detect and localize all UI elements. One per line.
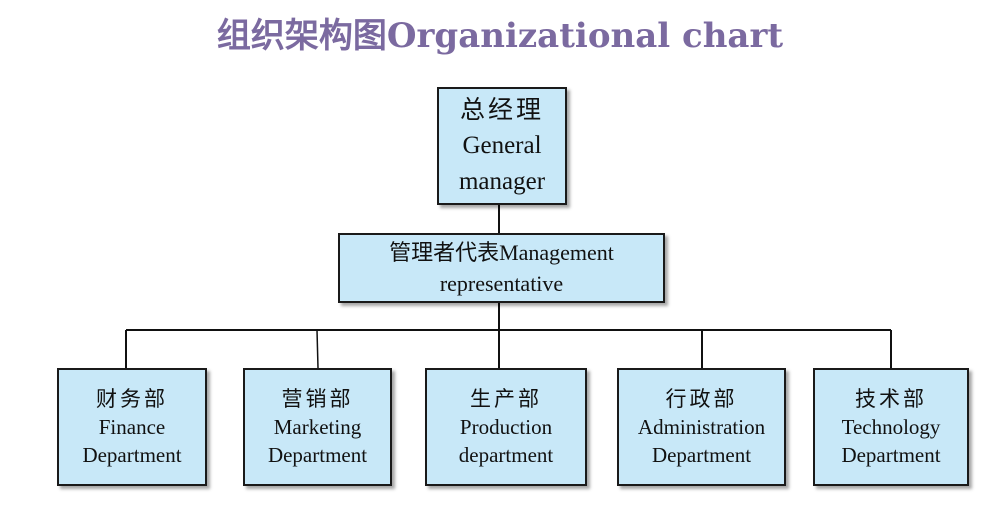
department-cn-label: 财务部 bbox=[96, 387, 168, 411]
general-manager-en-label-1: General bbox=[462, 132, 542, 159]
department-en-label-2: Department bbox=[82, 443, 182, 467]
administration-department-box: 行政部 Administration Department bbox=[617, 368, 786, 486]
connector-marketing bbox=[316, 329, 319, 369]
chart-title: 组织架构图Organizational chart bbox=[216, 16, 784, 56]
department-cn-label: 行政部 bbox=[665, 387, 738, 411]
department-en-label-2: department bbox=[458, 443, 554, 467]
department-en-label-1: Finance bbox=[98, 415, 166, 439]
department-en-label-1: Administration bbox=[637, 415, 766, 439]
technology-department-box: 技术部 Technology Department bbox=[813, 368, 969, 486]
general-manager-en-label-2: manager bbox=[458, 168, 546, 195]
department-en-label-1: Marketing bbox=[273, 415, 362, 439]
management-representative-label-2: representative bbox=[439, 271, 564, 296]
management-representative-label-1: 管理者代表Management bbox=[389, 240, 614, 265]
department-en-label-2: Department bbox=[267, 443, 368, 467]
department-en-label-2: Department bbox=[841, 443, 941, 467]
department-cn-label: 营销部 bbox=[281, 387, 354, 411]
management-representative-box: 管理者代表Management representative bbox=[338, 233, 665, 303]
department-en-label-2: Department bbox=[651, 443, 752, 467]
general-manager-box: 总经理 General manager bbox=[437, 87, 567, 205]
department-cn-label: 技术部 bbox=[855, 387, 927, 411]
finance-department-box: 财务部 Finance Department bbox=[57, 368, 207, 486]
general-manager-cn-label: 总经理 bbox=[459, 95, 544, 124]
department-cn-label: 生产部 bbox=[470, 387, 542, 411]
production-department-box: 生产部 Production department bbox=[425, 368, 587, 486]
department-en-label-1: Production bbox=[459, 415, 553, 439]
department-en-label-1: Technology bbox=[841, 415, 941, 439]
marketing-department-box: 营销部 Marketing Department bbox=[243, 368, 392, 486]
